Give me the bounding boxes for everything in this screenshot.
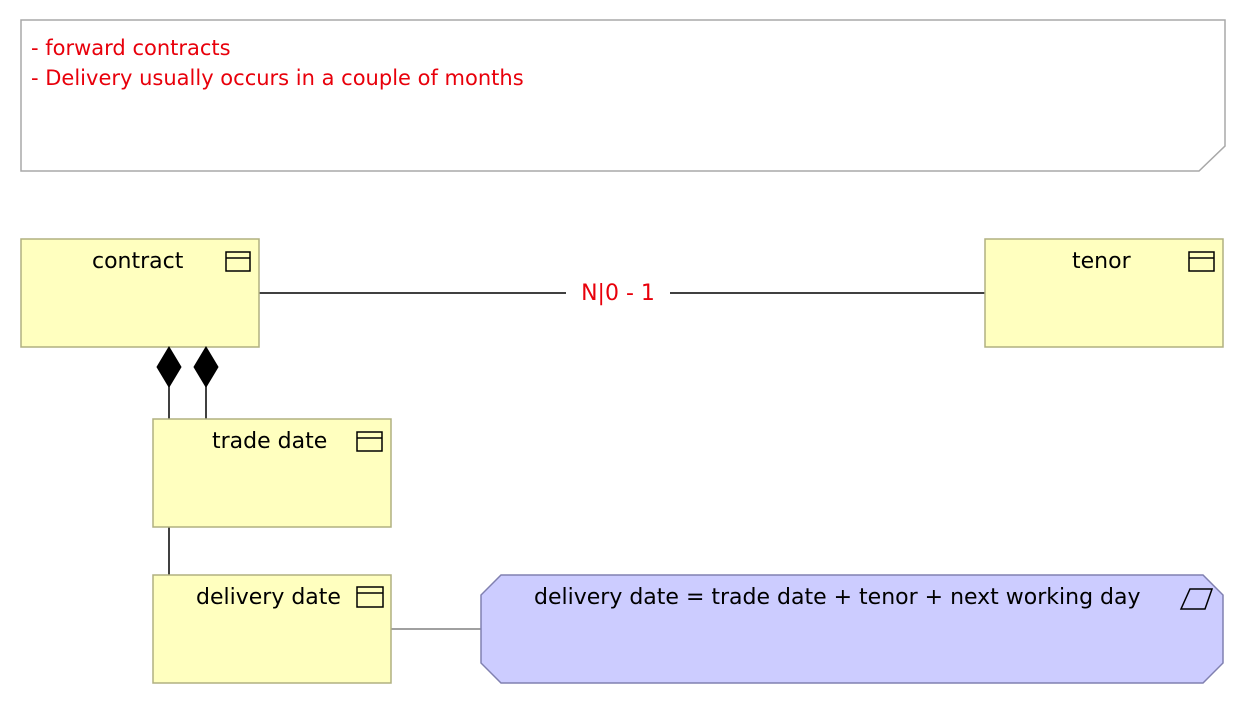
entity-icon (225, 251, 251, 272)
trade-date-label: trade date (212, 429, 328, 454)
delivery-date-box[interactable] (152, 574, 392, 684)
parallelogram-icon (1179, 588, 1214, 610)
contract-label: contract (92, 249, 184, 274)
association-multiplicity-label: N|0 - 1 (566, 281, 670, 307)
note-text: - forward contracts - Delivery usually o… (31, 33, 524, 93)
tenor-label: tenor (1072, 249, 1131, 274)
entity-icon (356, 431, 383, 452)
tenor-box[interactable] (984, 238, 1224, 348)
note-line-1: - forward contracts (31, 36, 231, 60)
composition-diamond-trade (193, 346, 219, 388)
delivery-date-label: delivery date (196, 585, 341, 610)
rule-label: delivery date = trade date + tenor + nex… (534, 585, 1141, 610)
note-line-2: - Delivery usually occurs in a couple of… (31, 66, 524, 90)
contract-box[interactable] (20, 238, 260, 348)
trade-date-box[interactable] (152, 418, 392, 528)
rule-box[interactable] (480, 574, 1224, 684)
entity-icon (356, 586, 384, 608)
entity-icon (1188, 251, 1215, 272)
composition-diamond-delivery (156, 346, 182, 388)
note-box[interactable] (20, 19, 1226, 172)
